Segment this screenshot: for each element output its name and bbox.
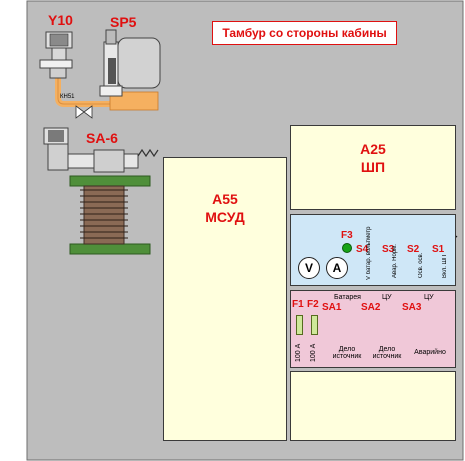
breaker-sa1-bottom: Дело источник (332, 346, 362, 360)
ammeter-icon[interactable]: A (326, 257, 348, 279)
panel-a25[interactable] (290, 125, 456, 210)
breaker-sa3-label[interactable]: SA3 (402, 302, 422, 313)
fuse-f1-rating: 100 А (295, 343, 302, 362)
fuse-f1-icon[interactable] (296, 315, 303, 335)
panel-a55[interactable] (163, 157, 287, 441)
breaker-sa3-top: ЦУ (424, 294, 434, 301)
panel-a55-name: МСУД (205, 209, 245, 225)
switch-s4-label[interactable]: S4 (356, 244, 369, 255)
y10-label: Y10 (48, 12, 73, 28)
switch-s1-caption: Вкл. ШП (442, 254, 448, 278)
sp5-label: SP5 (110, 14, 137, 30)
breaker-sa1-label[interactable]: SA1 (322, 302, 342, 313)
switch-s2-caption: Осв. осв. (418, 252, 424, 278)
y10-valve-icon (39, 31, 73, 79)
fuse-f2-label: F2 (307, 299, 319, 310)
fuse-f3-label: F3 (341, 230, 353, 241)
panel-a25-name: ШП (360, 159, 386, 175)
fuse-f2-rating: 100 А (310, 343, 317, 362)
panel-lower[interactable] (290, 371, 456, 441)
kn51-label: КН51 (60, 94, 75, 100)
breaker-sa2-label[interactable]: SA2 (361, 302, 381, 313)
panel-a25-code: A25 (360, 141, 386, 157)
fuse-f1-label: F1 (292, 299, 304, 310)
breaker-sa2-bottom: Дело источник (372, 346, 402, 360)
sa6-contactor-icon (43, 127, 159, 255)
switch-s4-caption: V батар. вольтметр (366, 226, 372, 280)
switch-s1-label[interactable]: S1 (432, 244, 445, 255)
fuse-f2-icon[interactable] (311, 315, 318, 335)
switch-s3-caption: Авар. Норм. (392, 244, 398, 278)
voltmeter-icon[interactable]: V (298, 257, 320, 279)
breaker-sa1-top: Батарея (334, 294, 361, 301)
sp5-switch-icon (99, 29, 161, 97)
panel-a55-code: A55 (212, 191, 238, 207)
diagram-title: Тамбур со стороны кабины (212, 21, 397, 45)
switch-s3-label[interactable]: S3 (382, 244, 395, 255)
indicator-lamp-icon (342, 243, 352, 253)
sa6-label: SA-6 (86, 130, 118, 146)
breaker-sa2-top: ЦУ (382, 294, 392, 301)
kn51-valve-icon (75, 105, 93, 119)
breaker-sa3-bottom: Аварийно (414, 349, 446, 356)
switch-s2-label[interactable]: S2 (407, 244, 420, 255)
